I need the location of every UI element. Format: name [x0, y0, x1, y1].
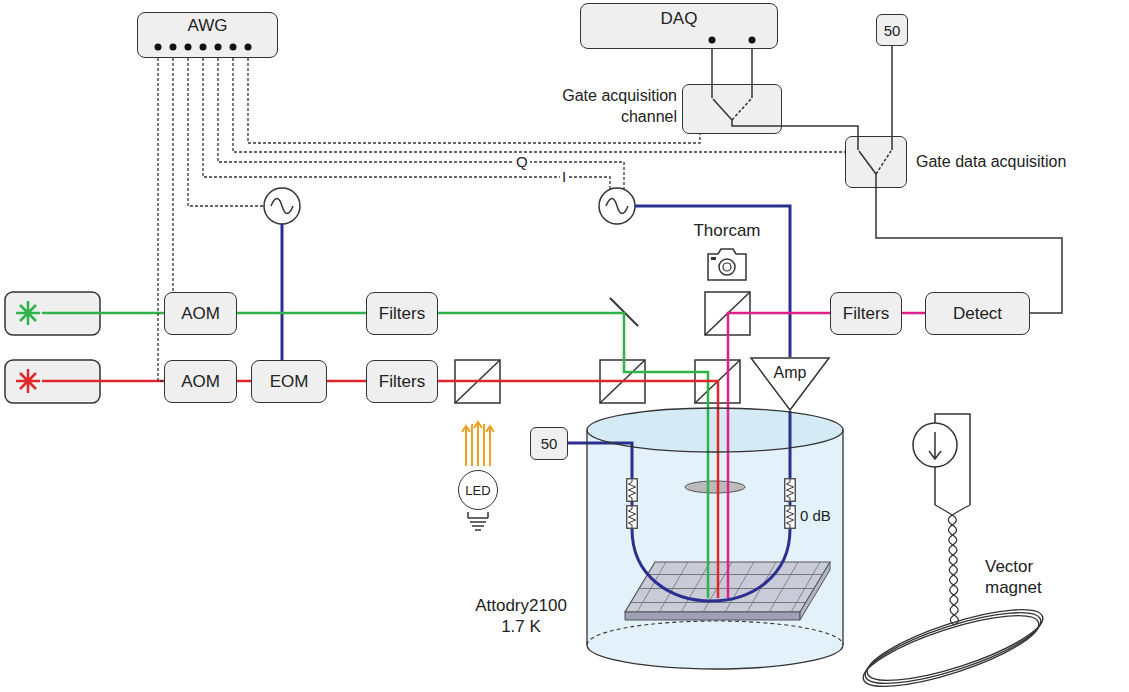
switch-symbol [845, 136, 907, 188]
node-text: Filters [843, 303, 889, 324]
instrument-box: DAQ [580, 3, 778, 49]
port-dot [749, 37, 756, 44]
node-text: DAQ [661, 8, 698, 29]
port-dot [200, 44, 207, 51]
filter-box: Filters [366, 292, 438, 335]
node-text: Gate data acquisition [916, 151, 1129, 172]
signal-generator [264, 188, 635, 224]
cryostat-fill [587, 408, 843, 669]
node-text: LED [465, 480, 490, 501]
switch-symbol [682, 84, 782, 134]
attenuation-label: 0 dB [798, 507, 833, 524]
node-text: Attodry2100 1.7 K [463, 595, 579, 637]
optics [455, 292, 750, 403]
green-laser [5, 292, 164, 335]
node-text: 50 [541, 433, 558, 454]
rf-lines [282, 206, 790, 360]
amplifier-triangle: Amp [750, 357, 830, 411]
magnet-label: Vector magnet [985, 556, 1065, 600]
connector [248, 58, 700, 143]
connector [711, 49, 713, 84]
connector [751, 49, 753, 84]
node-text: Amp [774, 362, 807, 383]
connector [233, 58, 845, 152]
red-laser [5, 360, 164, 403]
port-dot [709, 37, 716, 44]
switch-box: Gate data acquisition [845, 136, 907, 188]
led-light [462, 422, 494, 466]
microwave-line [632, 470, 790, 601]
camera: Thorcam [690, 220, 764, 286]
filter-box: Filters [830, 292, 902, 335]
cryostat: Attodry2100 1.7 K [585, 405, 845, 671]
signal-name: Q [514, 153, 530, 170]
port-dot [155, 44, 162, 51]
lens [685, 481, 745, 493]
connector [172, 58, 173, 292]
attenuator [627, 506, 638, 529]
control-lines [188, 58, 624, 206]
switch-box: Gate acquisition channel [682, 84, 782, 134]
termination-box: 50 [530, 427, 568, 460]
connector [237, 380, 251, 383]
wire [935, 505, 958, 625]
port-dot [245, 44, 252, 51]
port-dot [170, 44, 177, 51]
wire [948, 505, 970, 625]
attenuator [627, 479, 638, 502]
connector [782, 126, 858, 136]
connector [891, 46, 893, 136]
node-text: Thorcam [693, 220, 760, 241]
node-text: 50 [884, 20, 901, 41]
node-text: Gate acquisition channel [557, 85, 677, 127]
connector [158, 58, 164, 381]
modulator-box: AOM [164, 360, 237, 403]
connector [438, 313, 708, 598]
port-dot [185, 44, 192, 51]
node-text: AOM [181, 303, 220, 324]
port-dot [215, 44, 222, 51]
port-dot [230, 44, 237, 51]
modulator-box: AOM [164, 292, 237, 335]
cryostat-outline [585, 405, 845, 671]
connector [237, 312, 366, 315]
instrument-box: AWG [137, 12, 278, 58]
attenuator [785, 506, 796, 529]
connector [902, 312, 925, 315]
led-bulb: LED [458, 470, 498, 510]
led-base [468, 512, 488, 530]
node-text: AWG [188, 15, 228, 36]
connector [327, 380, 366, 383]
connector [568, 443, 632, 470]
connector [438, 381, 718, 598]
connector [789, 411, 792, 470]
twisted-pair [935, 505, 970, 625]
signal-name: I [560, 168, 568, 185]
vector-magnet-coil [857, 596, 1050, 692]
node-text: Vector magnet [985, 556, 1065, 598]
node-text: Filters [379, 371, 425, 392]
cryostat-top [587, 408, 843, 452]
modulator-box: EOM [251, 360, 327, 403]
node-text: AOM [181, 371, 220, 392]
filter-box: Filters [366, 360, 438, 403]
connector [728, 313, 830, 598]
detector-box: Detect [925, 292, 1030, 335]
current-source [913, 414, 970, 505]
node-text: EOM [270, 371, 309, 392]
node-text: Detect [953, 303, 1002, 324]
node-text: Filters [379, 303, 425, 324]
attenuator [785, 479, 796, 502]
termination-box: 50 [876, 14, 908, 46]
